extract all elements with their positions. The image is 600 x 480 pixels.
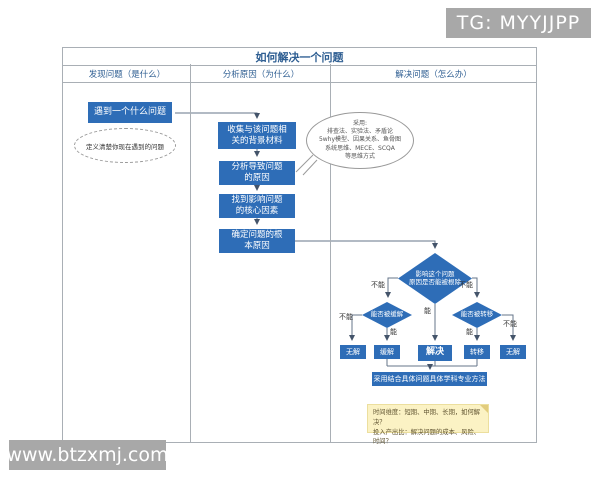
lane-divider-1 — [190, 64, 191, 442]
definition-ellipse: 定义清楚你现在遇到的问题 — [74, 128, 176, 163]
label-root-left-no: 不能 — [371, 281, 385, 289]
outcome-solve: 解决 — [418, 345, 452, 361]
site-watermark: www.btzxmj.com — [6, 440, 169, 470]
swimlane-table: 如何解决一个问题 发现问题（是什么） 分析原因（为什么） 解决问题（怎么办） — [62, 47, 537, 443]
method-application-box: 采用结合具体问题具体学科专业方法 — [372, 372, 487, 386]
label-root-down-yes: 能 — [424, 307, 431, 315]
lane-divider-2 — [330, 64, 331, 442]
outcome-mitigate: 缓解 — [374, 345, 400, 359]
label-root-right-no: 不能 — [459, 281, 473, 289]
consideration-note: 时间维度：短期、中期、长期，如何解决？ 投入产出比：解决问题的成本、风险、时间？ — [367, 404, 489, 445]
step-find-core-factors: 找到影响问题 的核心因素 — [219, 194, 295, 218]
step-determine-root-cause: 确定问题的根 本原因 — [219, 229, 295, 253]
outcome-unsolvable-left: 无解 — [340, 345, 366, 359]
tg-contact-badge: TG: MYYJJPP — [446, 8, 591, 38]
lane-header-discover: 发现问题（是什么） — [88, 70, 166, 80]
label-mitigate-down-yes: 能 — [390, 328, 397, 336]
label-transfer-down-yes: 能 — [466, 328, 473, 336]
label-mitigate-left-no: 不能 — [339, 313, 353, 321]
label-transfer-right-no: 不能 — [503, 320, 517, 328]
methods-callout-bubble: 采用: 排查法、实验法、矛盾论 5why模型、因果关系、鱼骨图 系统思维、MEC… — [306, 112, 414, 169]
note-line-time: 时间维度：短期、中期、长期，如何解决？ — [373, 409, 481, 426]
outcome-unsolvable-right: 无解 — [500, 345, 526, 359]
outcome-transfer: 转移 — [464, 345, 490, 359]
note-fold-corner-icon — [480, 405, 488, 413]
lane-header-solve: 解决问题（怎么办） — [395, 70, 472, 80]
page-title: 如何解决一个问题 — [63, 48, 536, 66]
step-collect-materials: 收集与该问题相 关的背景材料 — [218, 122, 296, 149]
note-line-roi: 投入产出比：解决问题的成本、风险、时间？ — [373, 428, 481, 446]
step-analyze-causes: 分析导致问题 的原因 — [219, 161, 295, 185]
lane-headers: 发现问题（是什么） 分析原因（为什么） 解决问题（怎么办） — [63, 66, 536, 83]
lane-header-analyze: 分析原因（为什么） — [222, 70, 300, 80]
start-problem-box: 遇到一个什么问题 — [88, 102, 172, 123]
